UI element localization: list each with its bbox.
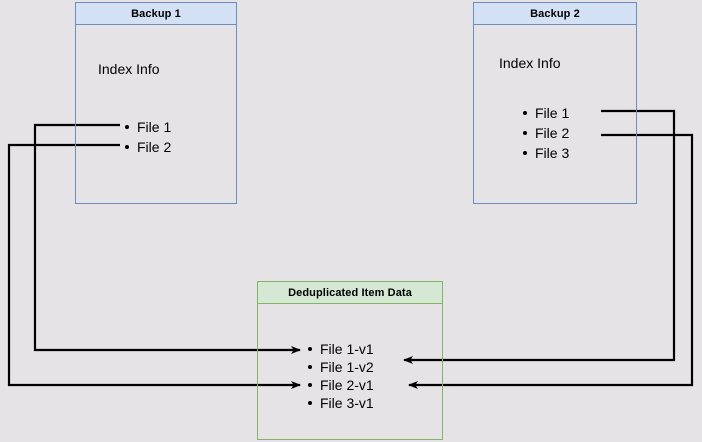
list-item: File 2-v1	[307, 376, 374, 394]
deduplicated-item-data-header: Deduplicated Item Data	[258, 282, 442, 304]
backup-2-box[interactable]: Backup 2 Index Info File 1 File 2 File 3	[473, 2, 637, 204]
backup-2-title: Backup 2	[530, 7, 580, 20]
list-item: File 1	[124, 117, 171, 137]
list-item: File 1-v2	[307, 358, 374, 376]
deduplicated-item-data-title: Deduplicated Item Data	[288, 286, 412, 299]
backup-1-box[interactable]: Backup 1 Index Info File 1 File 2	[75, 2, 237, 204]
list-item: File 1-v1	[307, 340, 374, 358]
list-item: File 2	[522, 123, 569, 143]
list-item: File 3-v1	[307, 394, 374, 412]
backup-1-index-label: Index Info	[98, 61, 160, 77]
list-item: File 3	[522, 143, 569, 163]
backup-2-header: Backup 2	[474, 3, 636, 25]
backup-2-file-list: File 1 File 2 File 3	[522, 103, 569, 163]
backup-1-header: Backup 1	[76, 3, 236, 25]
deduplicated-file-list: File 1-v1 File 1-v2 File 2-v1 File 3-v1	[307, 340, 374, 412]
list-item: File 2	[124, 137, 171, 157]
backup-1-file-list: File 1 File 2	[124, 117, 171, 157]
backup-1-title: Backup 1	[131, 7, 181, 20]
backup-2-index-label: Index Info	[499, 55, 561, 71]
deduplicated-item-data-box[interactable]: Deduplicated Item Data File 1-v1 File 1-…	[257, 281, 443, 440]
list-item: File 1	[522, 103, 569, 123]
